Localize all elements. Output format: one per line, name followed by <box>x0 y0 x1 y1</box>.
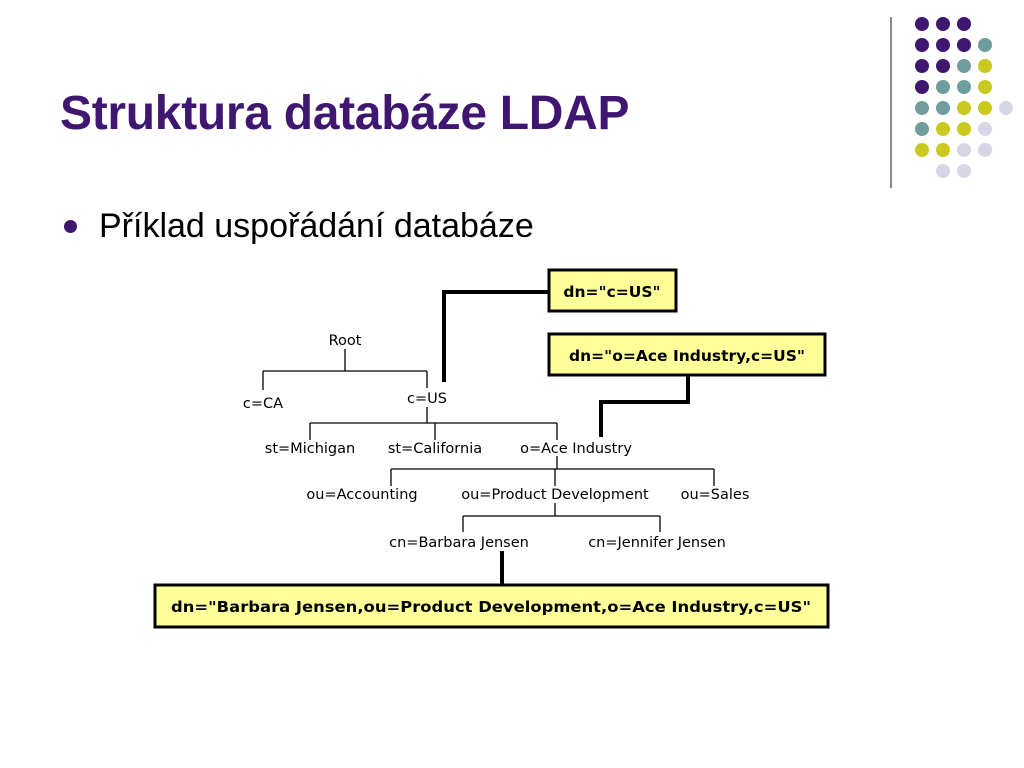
decorative-dot <box>936 143 950 157</box>
decorative-dot <box>978 59 992 73</box>
dn-box-us-frame <box>547 268 678 313</box>
bullet-dot-icon <box>64 219 77 233</box>
dn-pointers <box>442 290 690 584</box>
decorative-dot <box>936 122 950 136</box>
decorative-dot <box>957 80 971 94</box>
dn-box-us: dn="c=US" <box>547 268 678 313</box>
decorative-dot <box>978 122 992 136</box>
dn-box-barbara-text: dn="Barbara Jensen,ou=Product Developmen… <box>171 598 811 616</box>
decorative-dot <box>978 143 992 157</box>
decorative-dot <box>915 101 929 115</box>
decorative-dot <box>957 101 971 115</box>
node-ou-sales: ou=Sales <box>681 487 750 503</box>
decorative-dot <box>957 17 971 31</box>
decorative-dot-grid <box>0 0 1024 200</box>
decorative-dot <box>915 59 929 73</box>
decorative-dot <box>957 59 971 73</box>
decorative-dot <box>957 164 971 178</box>
decorative-dot <box>915 122 929 136</box>
decorative-dot <box>978 38 992 52</box>
decorative-dot <box>936 17 950 31</box>
dn-box-barbara-jensen: dn="Barbara Jensen,ou=Product Developmen… <box>153 583 830 629</box>
node-cn-barbara-jensen: cn=Barbara Jensen <box>389 535 529 551</box>
decorative-dot <box>915 17 929 31</box>
decorative-dot <box>915 143 929 157</box>
node-ou-accounting: ou=Accounting <box>306 487 417 503</box>
decorative-dot <box>915 38 929 52</box>
decorative-dot <box>957 143 971 157</box>
node-cn-jennifer-jensen: cn=Jennifer Jensen <box>588 535 726 551</box>
dn-box-ace-frame <box>547 332 827 377</box>
dn-box-barbara-frame <box>153 583 830 629</box>
node-c-ca: c=CA <box>243 396 283 412</box>
title-divider <box>890 17 892 188</box>
decorative-dot <box>936 101 950 115</box>
node-o-ace-industry: o=Ace Industry <box>520 441 632 457</box>
decorative-dot <box>957 122 971 136</box>
decorative-dot <box>978 80 992 94</box>
bullet-text: Příklad uspořádání databáze <box>99 206 534 245</box>
tree-connectors <box>262 349 715 532</box>
decorative-dot <box>936 59 950 73</box>
node-ou-product-development: ou=Product Development <box>461 487 649 503</box>
dn-box-ace-text: dn="o=Ace Industry,c=US" <box>569 347 805 365</box>
decorative-dot <box>936 164 950 178</box>
decorative-dot <box>936 80 950 94</box>
decorative-dot <box>915 80 929 94</box>
slide-title: Struktura databáze LDAP <box>60 87 630 140</box>
node-st-california: st=California <box>388 441 482 457</box>
decorative-dot <box>999 101 1013 115</box>
node-root: Root <box>329 333 362 349</box>
decorative-dot <box>978 101 992 115</box>
dn-box-us-text: dn="c=US" <box>563 283 660 301</box>
decorative-dot <box>957 38 971 52</box>
node-c-us: c=US <box>407 391 447 407</box>
dn-box-ace-industry: dn="o=Ace Industry,c=US" <box>547 332 827 377</box>
decorative-dot <box>936 38 950 52</box>
node-st-michigan: st=Michigan <box>265 441 355 457</box>
bullet-item: Příklad uspořádání databáze <box>64 201 534 251</box>
